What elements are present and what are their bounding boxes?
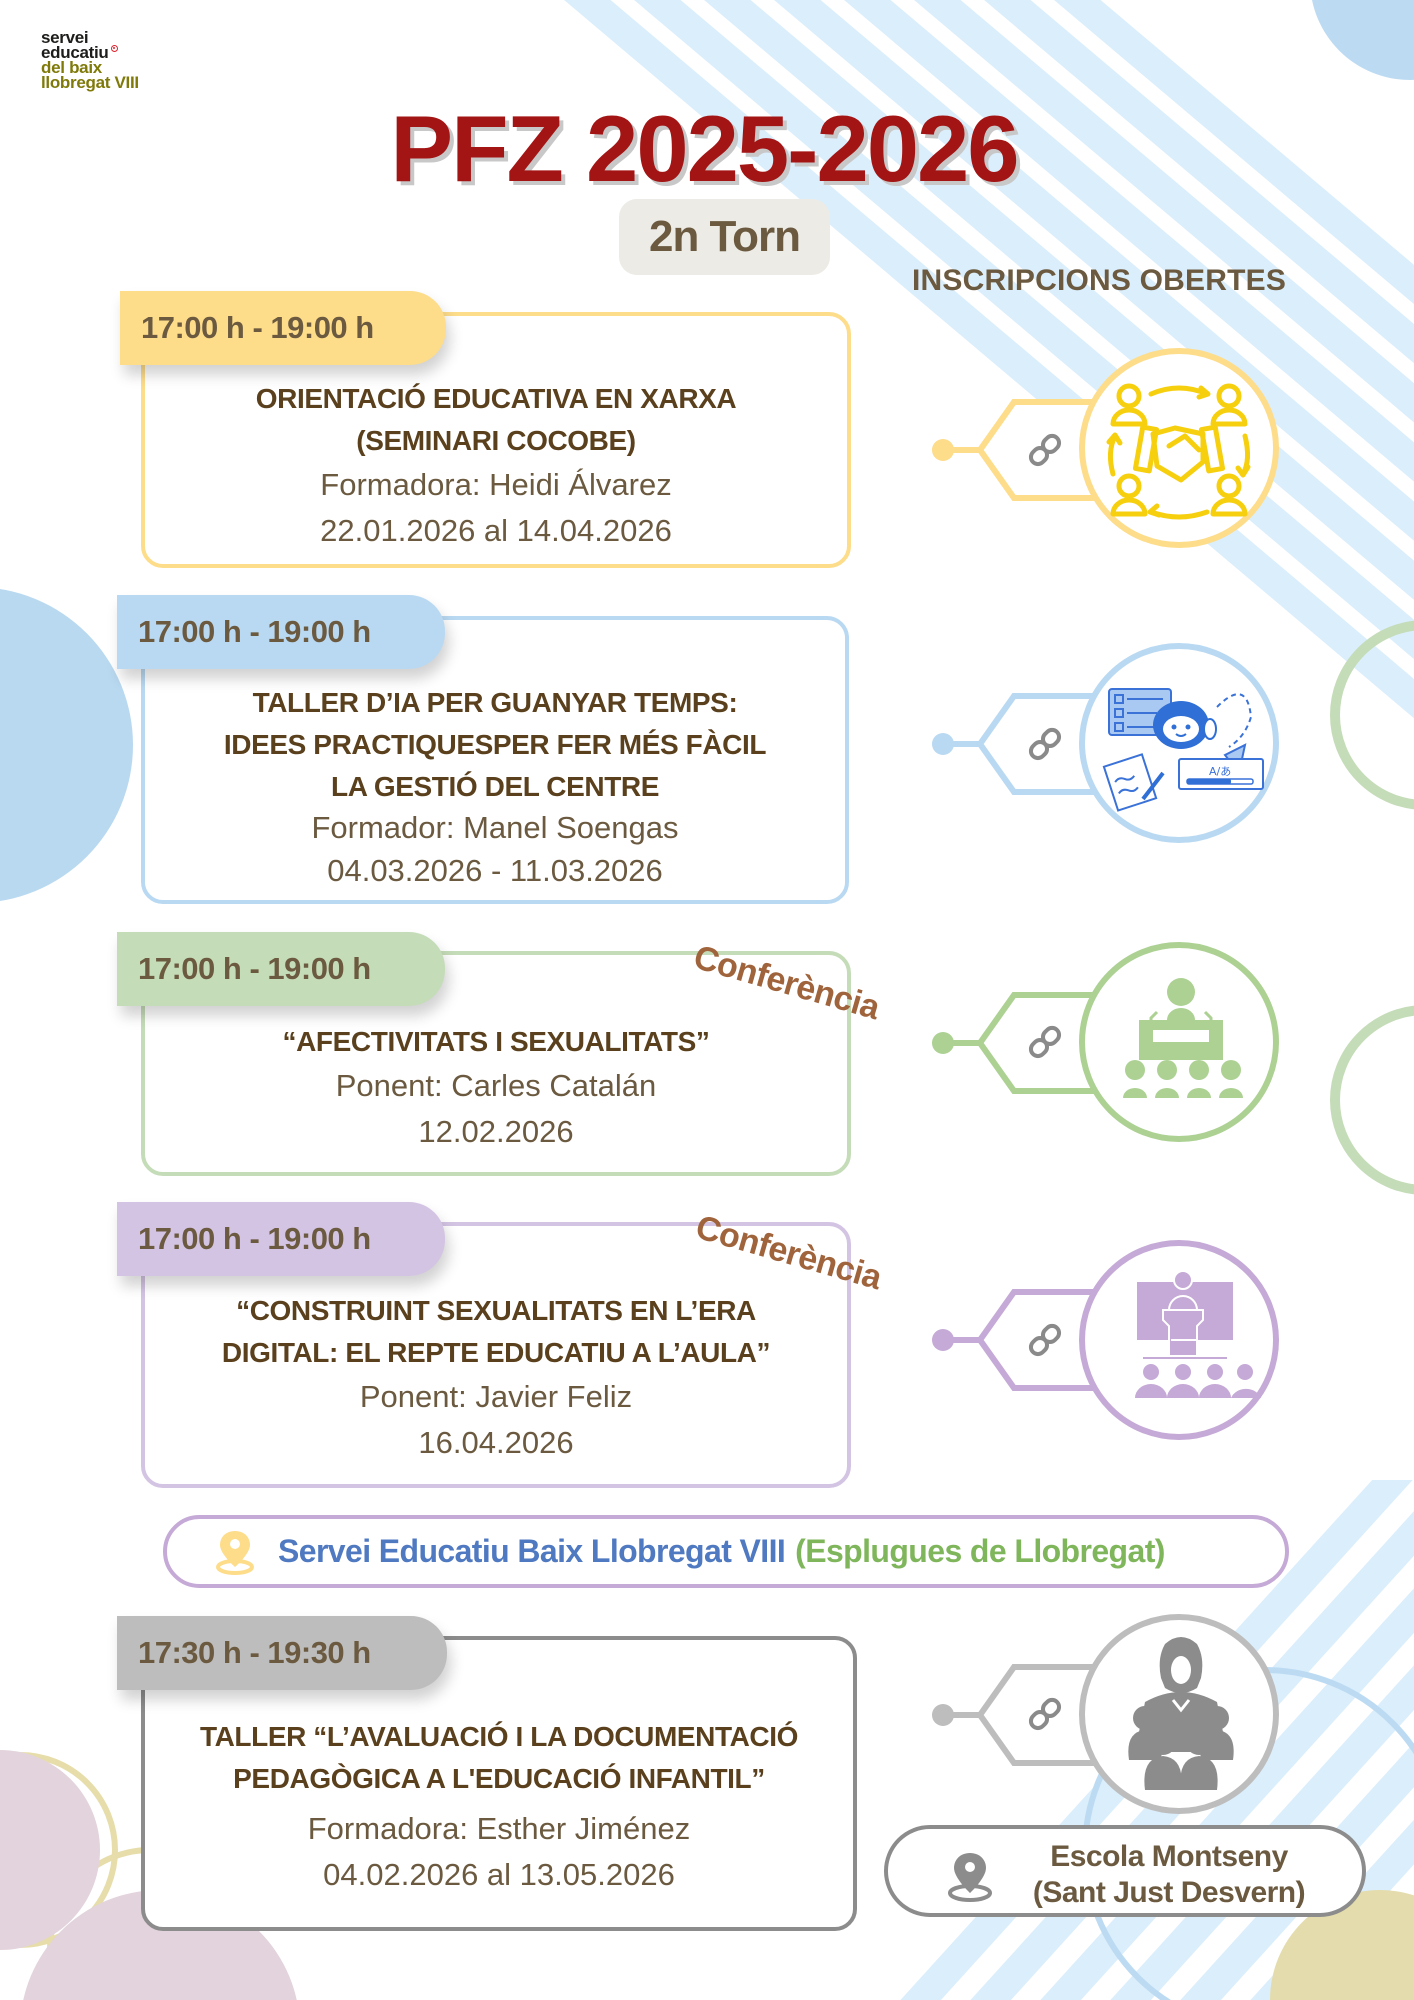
course-title-line: ORIENTACIÓ EDUCATIVA EN XARXA [255,383,737,414]
course-title-line: “AFECTIVITATS I SEXUALITATS” [282,1026,710,1057]
school-location-banner: Escola Montseny (Sant Just Desvern) [884,1825,1366,1917]
organization-logo: servei educatiu del baix llobregat VIII [41,28,139,92]
link-icon[interactable] [1025,724,1065,764]
teacher-children-icon [1128,1637,1234,1790]
topic-circle-3 [1079,942,1279,1142]
school-town: (Sant Just Desvern) [1032,1876,1306,1909]
course-card-4: “CONSTRUINT SEXUALITATS EN L’ERA DIGITAL… [141,1222,851,1488]
course-title-line: IDEES PRACTIQUESPER FER MÉS FÀCIL [223,729,767,760]
course-title-line: DIGITAL: EL REPTE EDUCATIU A L’AULA” [221,1337,771,1368]
location-banner: Servei Educatiu Baix Llobregat VIII (Esp… [163,1515,1289,1588]
course-dates: 16.04.2026 [418,1425,574,1460]
course-dates: 04.02.2026 al 13.05.2026 [323,1857,675,1892]
course-card-5: TALLER “L’AVALUACIÓ I LA DOCUMENTACIÓ PE… [141,1636,857,1931]
course-dates: 12.02.2026 [418,1114,574,1149]
svg-text:A/あ: A/あ [1209,765,1231,778]
course-trainer: Ponent: Carles Catalán [335,1068,657,1103]
location-town: (Esplugues de Llobregat) [795,1533,1165,1569]
link-icon[interactable] [1025,1320,1065,1360]
course-dates: 22.01.2026 al 14.04.2026 [320,513,672,548]
conference-speaker-icon [1123,978,1243,1098]
topic-circle-1 [1079,348,1279,548]
link-icon[interactable] [1025,1694,1065,1734]
topic-circle-4 [1079,1240,1279,1440]
course-trainer: Formadora: Heidi Álvarez [320,467,672,502]
course-title-line: “CONSTRUINT SEXUALITATS EN L’ERA [236,1295,756,1326]
course-title-line: LA GESTIÓ DEL CENTRE [330,771,660,802]
course-time-tab: 17:30 h - 19:30 h [117,1616,447,1690]
course-time-tab: 17:00 h - 19:00 h [117,1202,445,1276]
course-trainer: Formadora: Esther Jiménez [307,1811,691,1846]
logo-line-2: educatiu [41,43,109,62]
location-name: Servei Educatiu Baix Llobregat VIII [278,1533,786,1569]
handshake-network-icon [1106,383,1251,520]
course-time-tab: 17:00 h - 19:00 h [120,291,446,365]
course-title-line: PEDAGÒGICA A L'EDUCACIÓ INFANTIL” [233,1763,765,1794]
logo-target-icon [110,45,118,52]
course-title-line: (SEMINARI COCOBE) [356,425,636,456]
logo-line-1: servei [41,28,89,47]
link-icon[interactable] [1025,430,1065,470]
link-icon[interactable] [1025,1022,1065,1062]
map-pin-icon [948,1853,992,1902]
school-name: Escola Montseny [1050,1840,1288,1873]
topic-circle-5 [1079,1614,1279,1814]
logo-line-4: llobregat VIII [41,73,139,92]
course-title-line: TALLER “L’AVALUACIÓ I LA DOCUMENTACIÓ [199,1721,799,1752]
course-trainer: Ponent: Javier Feliz [359,1379,633,1414]
logo-line-3: del baix [41,58,102,77]
ai-robot-assistant-icon: A/あ [1102,688,1264,812]
turn-badge: 2n Torn [619,199,830,275]
topic-circle-2: A/あ [1079,643,1279,843]
map-pin-icon [216,1530,254,1575]
lecture-podium-icon [1135,1270,1261,1398]
course-time-tab: 17:00 h - 19:00 h [117,595,445,669]
course-trainer: Formador: Manel Soengas [311,810,679,845]
course-dates: 04.03.2026 - 11.03.2026 [327,853,663,888]
registration-open-label: INSCRIPCIONS OBERTES [912,264,1287,297]
course-time-tab: 17:00 h - 19:00 h [117,932,445,1006]
page-title: PFZ 2025-2026 [390,96,1019,201]
course-title-line: TALLER D’IA PER GUANYAR TEMPS: [252,687,738,718]
